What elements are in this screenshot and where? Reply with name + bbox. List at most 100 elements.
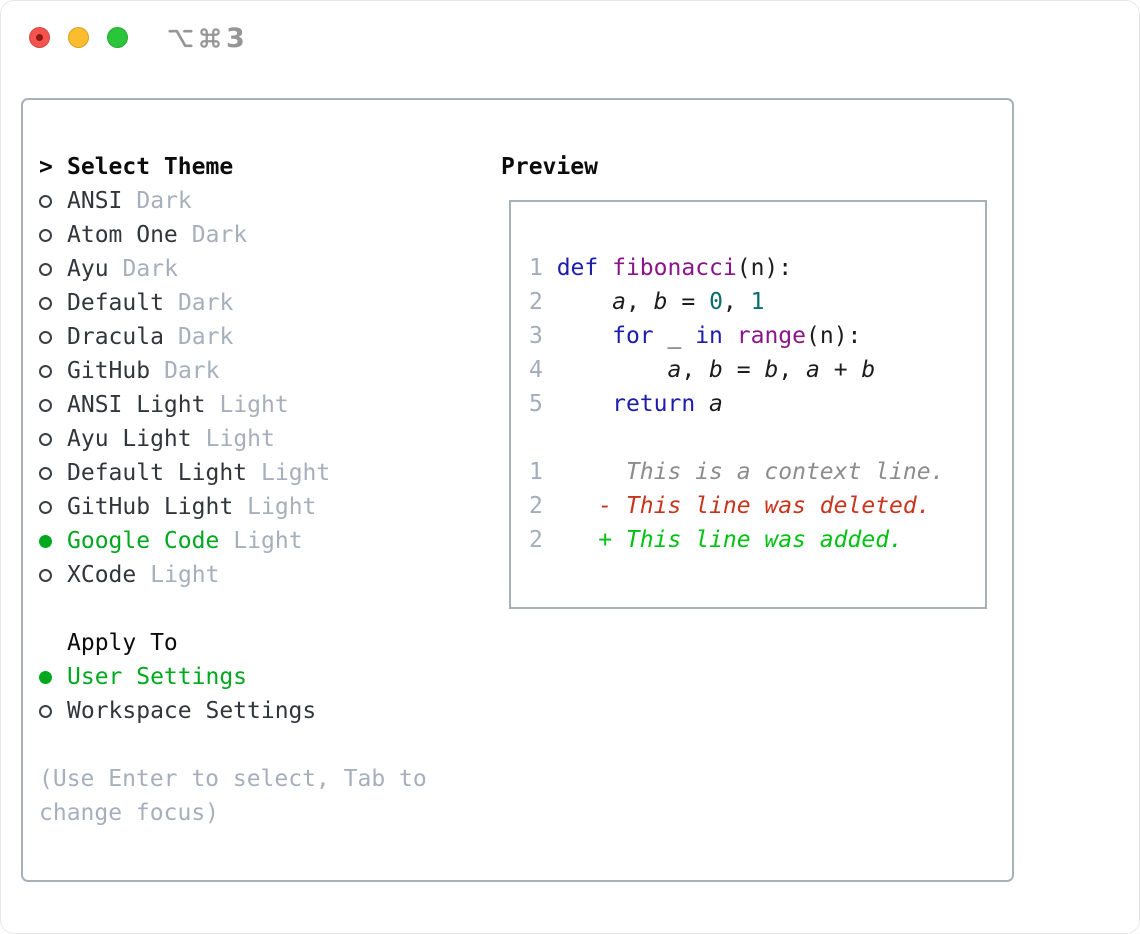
bullet-col [39, 568, 67, 582]
theme-option-default[interactable]: Default Dark [39, 286, 455, 320]
radio-icon [39, 296, 52, 310]
seg-pln: , [722, 289, 751, 315]
seg-pln: , [778, 357, 807, 383]
radio-icon [39, 500, 52, 514]
code-line-1: 1 def fibonacci(n): [529, 251, 985, 285]
help-hint: (Use Enter to select, Tab to change focu… [39, 766, 427, 826]
theme-option-github[interactable]: GitHub Dark [39, 354, 455, 388]
diff-line-1: 1 This is a context line. [529, 455, 985, 489]
bullet-col [39, 704, 67, 718]
seg-fun: range [736, 323, 806, 349]
apply-option-user-settings[interactable]: User Settings [39, 660, 455, 694]
bullet-col [39, 228, 67, 242]
seg-pln [557, 323, 612, 349]
bullet-col [39, 466, 67, 480]
seg-var: b [709, 357, 723, 383]
apply-option-label: User Settings [67, 664, 248, 690]
radio-icon [39, 466, 52, 480]
zoom-button[interactable] [107, 27, 128, 48]
seg-del: - This line was deleted. [556, 493, 931, 519]
preview-pane-header: Preview [501, 150, 598, 184]
apply-option-workspace-settings[interactable]: Workspace Settings [39, 694, 455, 728]
radio-icon [39, 262, 52, 276]
bullet-col [39, 398, 67, 412]
seg-pln: = [667, 289, 710, 315]
apply-option-label: Workspace Settings [67, 698, 317, 724]
seg-kwd: return [612, 391, 696, 417]
preview-blank-mid [529, 421, 985, 455]
command-key-icon [197, 25, 223, 51]
seg-kwd: def [556, 255, 599, 281]
radio-icon [39, 432, 52, 446]
theme-name: Atom One [67, 222, 178, 248]
bullet-col [39, 364, 67, 378]
theme-variant: Light [150, 562, 220, 588]
theme-name: Ayu Light [67, 426, 192, 452]
close-button[interactable] [29, 27, 50, 48]
theme-name: Dracula [67, 324, 164, 350]
seg-pln [557, 391, 612, 417]
radio-selected-icon [39, 670, 52, 684]
seg-pln: (n): [736, 255, 793, 281]
window-controls [29, 27, 128, 48]
theme-variant: Light [261, 460, 331, 486]
diff-line-2: 2 - This line was deleted. [529, 489, 985, 523]
theme-variant: Dark [136, 188, 192, 214]
seg-pln: _ [653, 323, 696, 349]
hint-gap [39, 728, 455, 762]
seg-pln [723, 323, 737, 349]
theme-name: GitHub [67, 358, 151, 384]
seg-pln: (n): [806, 323, 862, 349]
seg-var: b [653, 289, 668, 315]
seg-var: a [667, 357, 682, 383]
theme-variant: Dark [122, 256, 178, 282]
theme-name: Default [67, 290, 164, 316]
apply-to-header: Apply To [39, 626, 455, 660]
seg-var: a [806, 357, 820, 383]
record-dot-icon [36, 34, 43, 41]
bullet-col [39, 534, 67, 548]
option-key-icon [167, 25, 194, 52]
theme-name: Google Code [67, 528, 220, 554]
seg-pln: = [722, 357, 765, 383]
seg-fun: fibonacci [612, 255, 737, 281]
preview-blank-top [529, 217, 985, 251]
code-line-3: 3 for _ in range(n): [529, 319, 985, 353]
seg-pln: , [681, 357, 710, 383]
seg-pln [557, 289, 612, 315]
bullet-col [39, 432, 67, 446]
bullet-col [39, 194, 67, 208]
radio-icon [39, 398, 52, 412]
radio-icon [39, 330, 52, 344]
bullet-col [39, 500, 67, 514]
seg-lit: 1 [750, 289, 765, 315]
diff-line-3: 2 + This line was added. [529, 523, 985, 557]
window-title: 3 [167, 22, 245, 54]
theme-variant: Dark [164, 358, 220, 384]
seg-pln [695, 391, 709, 417]
code-line-2: 2 a, b = 0, 1 [529, 285, 985, 319]
seg-kwd: in [695, 323, 723, 349]
select-theme-title: Select Theme [67, 154, 234, 180]
theme-variant: Dark [177, 324, 234, 350]
theme-option-dracula[interactable]: Dracula Dark [39, 320, 455, 354]
bullet-col [39, 296, 67, 310]
list-gap [39, 592, 455, 626]
seg-lit: 0 [709, 289, 723, 315]
theme-variant: Dark [177, 290, 234, 316]
select-theme-header: > Select Theme [39, 150, 455, 184]
seg-num: 1 [529, 459, 557, 485]
minimize-button[interactable] [68, 27, 89, 48]
seg-num: 4 [529, 357, 557, 383]
